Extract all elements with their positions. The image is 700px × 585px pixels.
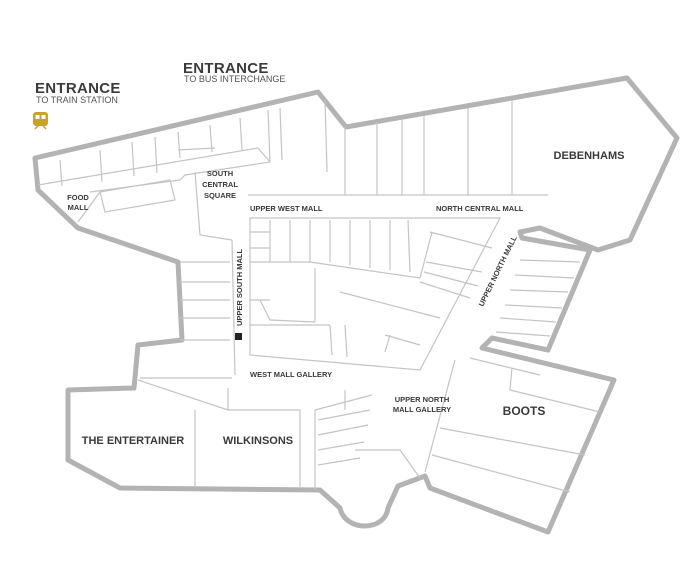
store-debenhams[interactable]: DEBENHAMS <box>554 150 625 162</box>
entrance-bus-interchange[interactable]: ENTRANCE TO BUS INTERCHANGE <box>183 60 285 84</box>
mall-outline <box>32 75 680 535</box>
entrance-bus-title: ENTRANCE <box>183 60 269 77</box>
upper-north-mall-gallery-line1: UPPER NORTH <box>395 395 450 404</box>
unit-walls <box>37 99 601 493</box>
south-central-square-line2: CENTRAL <box>202 180 238 189</box>
you-are-here-marker <box>235 333 242 340</box>
food-mall-label-line1: FOOD <box>67 193 89 202</box>
upper-north-mall-gallery-label: UPPER NORTH MALL GALLERY <box>393 395 451 414</box>
entrance-train-title: ENTRANCE <box>35 80 121 97</box>
north-central-mall-label: NORTH CENTRAL MALL <box>436 204 524 213</box>
entrance-train-station[interactable]: ENTRANCE TO TRAIN STATION <box>33 80 121 130</box>
south-central-square-line3: SQUARE <box>204 191 236 200</box>
food-mall-label-line2: MALL <box>68 203 89 212</box>
entrance-bus-subtitle: TO BUS INTERCHANGE <box>184 74 285 84</box>
upper-north-mall-gallery-line2: MALL GALLERY <box>393 405 451 414</box>
entrance-train-subtitle: TO TRAIN STATION <box>36 95 118 105</box>
store-the-entertainer[interactable]: THE ENTERTAINER <box>82 435 185 447</box>
upper-south-mall-label: UPPER SOUTH MALL <box>235 248 244 326</box>
west-mall-gallery-label: WEST MALL GALLERY <box>250 370 332 379</box>
store-boots[interactable]: BOOTS <box>503 404 546 418</box>
south-central-square-label: SOUTH CENTRAL SQUARE <box>202 169 238 200</box>
upper-west-mall-label: UPPER WEST MALL <box>250 204 323 213</box>
train-icon <box>33 112 48 130</box>
store-wilkinsons[interactable]: WILKINSONS <box>223 435 293 447</box>
south-central-square-line1: SOUTH <box>207 169 233 178</box>
food-mall-label: FOOD MALL <box>67 193 89 212</box>
